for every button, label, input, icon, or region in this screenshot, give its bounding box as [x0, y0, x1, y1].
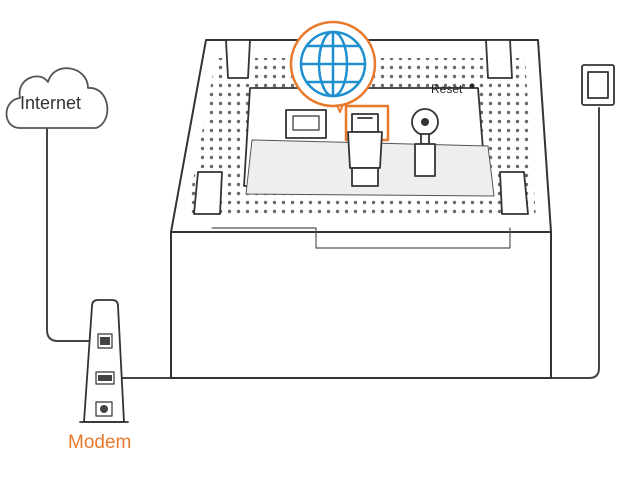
reset-label: Reset	[431, 82, 463, 96]
cloud-icon	[5, 67, 109, 129]
modem-icon	[79, 299, 129, 423]
cable-internet-to-modem	[46, 127, 97, 342]
router-foot-top-right	[485, 39, 513, 79]
reset-button	[469, 83, 475, 89]
globe-icon	[289, 20, 377, 113]
router-power-port	[411, 108, 439, 136]
modem-label: Modem	[68, 432, 132, 453]
router-ethernet-port-1	[285, 109, 327, 139]
router-foot-bottom-right	[499, 171, 529, 215]
internet-label: Internet	[20, 93, 82, 113]
power-adapter-icon	[581, 64, 615, 106]
ethernet-plug-icon	[347, 113, 383, 187]
power-plug-icon	[414, 133, 436, 177]
router-foot-top-left	[225, 39, 251, 79]
router-foot-bottom-left	[193, 171, 223, 215]
